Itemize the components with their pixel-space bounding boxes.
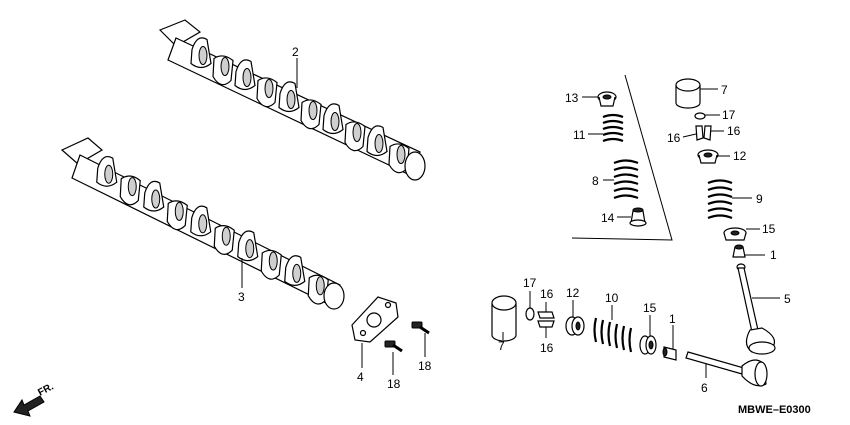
cotters-bottom xyxy=(537,311,555,328)
callout-6: 6 xyxy=(701,381,708,395)
callout-11: 11 xyxy=(573,128,586,142)
callout-12-right: 12 xyxy=(733,149,747,163)
camshaft-upper xyxy=(158,19,426,181)
lower-journal xyxy=(221,226,231,246)
callout-3: 3 xyxy=(238,290,245,304)
callout-15-right: 15 xyxy=(762,222,776,236)
lower-journal xyxy=(174,201,184,221)
valve-right xyxy=(736,263,776,355)
callout-16-right-a: 16 xyxy=(667,131,681,145)
spring-seat-right xyxy=(723,227,747,241)
callout-8: 8 xyxy=(592,174,599,188)
upper-journal xyxy=(242,68,252,87)
callout-18-b: 18 xyxy=(418,359,432,373)
callout-15-bottom: 15 xyxy=(643,301,657,315)
valve-bottom xyxy=(685,351,768,387)
cam-plate xyxy=(351,296,399,343)
lower-journal xyxy=(198,214,208,234)
callout-7-right: 7 xyxy=(721,83,728,97)
upper-journal xyxy=(352,123,362,142)
upper-journal xyxy=(396,145,406,164)
callout-9: 9 xyxy=(756,192,763,206)
valve-seal-bottom xyxy=(662,346,677,361)
spring-retainer-box xyxy=(597,91,617,107)
valve-seal-right xyxy=(732,244,746,258)
bolt-b xyxy=(411,321,430,335)
inner-spring-box xyxy=(602,113,624,143)
callout-1-bottom: 1 xyxy=(669,312,676,326)
spring-bottom xyxy=(593,317,633,353)
retainer-bottom xyxy=(565,316,585,336)
upper-journal xyxy=(374,134,384,153)
upper-journal xyxy=(308,101,318,120)
cotters-right xyxy=(695,125,712,141)
callout-1-right: 1 xyxy=(770,248,777,262)
front-marker-label: FR. xyxy=(36,381,56,398)
lower-journal xyxy=(104,164,114,184)
leader-lines xyxy=(241,58,780,378)
lower-journal xyxy=(268,251,278,271)
callout-16-bottom-b: 16 xyxy=(540,341,554,355)
camshaft-lower xyxy=(60,137,345,310)
valve-seal-box xyxy=(629,207,647,227)
front-direction-marker: FR. xyxy=(13,381,56,417)
upper-journal xyxy=(264,79,274,98)
callout-2: 2 xyxy=(292,45,299,59)
callout-5: 5 xyxy=(784,292,791,306)
shim-bottom xyxy=(525,307,535,321)
upper-journal xyxy=(330,112,340,131)
lower-journal xyxy=(127,177,137,197)
outer-spring-box xyxy=(613,159,639,200)
valve-box-outline xyxy=(571,74,673,241)
upper-journal xyxy=(286,90,296,109)
upper-journal xyxy=(220,57,230,76)
callout-13: 13 xyxy=(565,91,579,105)
upper-journal xyxy=(198,46,208,65)
front-arrow-icon xyxy=(13,395,45,417)
callout-17-right: 17 xyxy=(722,108,736,122)
lower-journal xyxy=(315,276,325,296)
diagram-code: MBWE–E0300 xyxy=(738,404,811,416)
callout-16-bottom-a: 16 xyxy=(540,287,554,301)
callout-12-bottom: 12 xyxy=(566,286,580,300)
spring-right xyxy=(707,179,733,220)
callout-4: 4 xyxy=(357,370,364,384)
tappet-bottom xyxy=(491,295,517,342)
callout-labels: 2 3 4 18 18 13 11 8 14 7 17 16 16 12 9 1… xyxy=(238,45,791,395)
callout-16-right-b: 16 xyxy=(727,124,741,138)
bolt-a xyxy=(384,340,403,353)
retainer-right xyxy=(697,149,719,164)
lower-journal xyxy=(245,239,255,259)
callout-10: 10 xyxy=(605,291,619,305)
tappet-right xyxy=(675,78,701,109)
lower-journal xyxy=(292,263,302,283)
spring-seat-bottom xyxy=(639,335,657,355)
lower-journal xyxy=(151,189,161,209)
callout-14: 14 xyxy=(601,211,615,225)
callout-17-bottom: 17 xyxy=(523,276,537,290)
callout-18-a: 18 xyxy=(387,377,401,391)
callout-7-bottom: 7 xyxy=(498,339,505,353)
shim-right xyxy=(694,112,706,120)
